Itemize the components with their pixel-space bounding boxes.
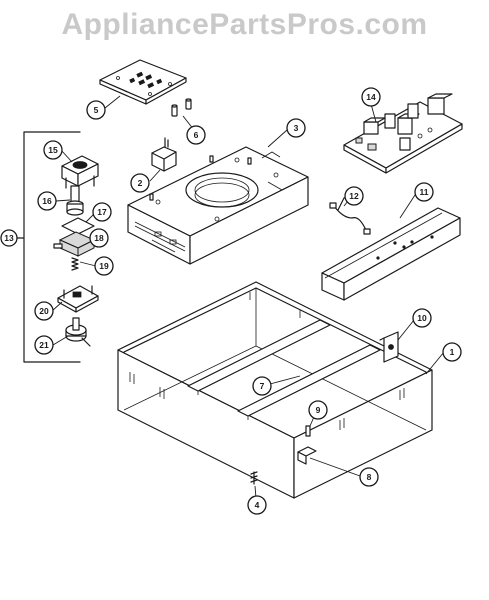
callout-19: 19 [94,256,114,276]
callout-label: 12 [349,191,359,201]
part-18-cartridge [53,231,96,257]
callout-label: 11 [420,187,429,197]
callout-20: 20 [34,301,54,321]
part-10-bracket [379,331,399,363]
watermark: AppliancePartsPros.com [61,8,428,41]
part-3-module-housing [127,146,309,265]
callout-label: 2 [138,178,143,188]
callout-1: 1 [442,342,462,362]
callout-label: 21 [39,340,49,350]
callout-9: 9 [308,400,328,420]
callout-2: 2 [130,173,150,193]
leader-lines [51,95,445,499]
part-17-pad [61,217,95,235]
callout-label: 6 [194,130,199,140]
callout-label: 17 [97,207,107,217]
callout-5: 5 [86,100,106,120]
part-6-spacers [171,98,192,117]
callout-14: 14 [361,87,381,107]
callout-label: 7 [260,381,265,391]
part-14-control-board [343,93,463,174]
callout-11: 11 [414,182,434,202]
part-19-spring [71,257,79,271]
callout-label: 3 [294,123,299,133]
callout-label: 10 [417,313,427,323]
callout-label: 18 [94,233,104,243]
callout-3: 3 [286,118,306,138]
callout-label: 4 [255,500,260,510]
part-2-switch [151,137,177,172]
part-21-sensor [65,317,91,347]
callout-7: 7 [252,376,272,396]
callout-label: 19 [99,261,109,271]
callout-label: 15 [48,145,58,155]
callout-8: 8 [359,467,379,487]
callout-16: 16 [37,191,57,211]
callout-17: 17 [92,202,112,222]
callout-label: 16 [42,196,52,206]
callout-label: 14 [366,92,376,102]
callout-label: 20 [39,306,49,316]
callout-label: 13 [4,233,14,243]
part-11-trim-panel [321,207,461,301]
callout-12: 12 [344,186,364,206]
part-20-bracket [57,285,99,313]
part-5-control-plate [99,59,187,105]
callout-4: 4 [247,495,267,515]
callout-label: 5 [94,105,99,115]
part-4-screw [250,471,258,485]
part-1-main-box [117,281,433,499]
callout-label: 9 [316,405,321,415]
callout-18: 18 [89,228,109,248]
callout-label: 8 [367,472,372,482]
callout-15: 15 [43,140,63,160]
callout-label: 1 [450,347,455,357]
part-16-shaft [66,185,84,216]
callout-6: 6 [186,125,206,145]
part-9-screw [305,425,311,437]
part-15-switch-housing [61,155,99,189]
callout-13: 13 [0,229,18,247]
callout-21: 21 [34,335,54,355]
callout-10: 10 [412,308,432,328]
